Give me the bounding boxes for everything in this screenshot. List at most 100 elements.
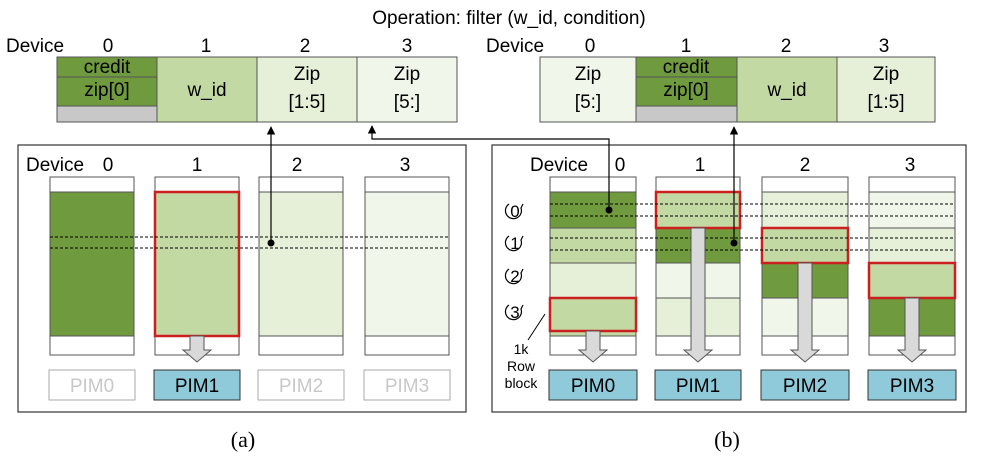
device-number-2: 2	[300, 36, 311, 57]
data-block	[364, 191, 450, 337]
zip-5-label-line1: Zip	[575, 64, 601, 85]
row-block-note-line1: 1k	[514, 341, 530, 357]
panel-b-layout-row	[539, 56, 936, 123]
operation-title: Operation: filter (w_id, condition)	[372, 8, 646, 29]
panel-a-device-header: Device 0 1 2 3	[26, 155, 410, 176]
row-block-0	[761, 191, 849, 229]
panel-b-layout-header: Device 0 1 2 3	[486, 36, 889, 57]
pim3-box	[363, 369, 451, 401]
pim1-label: PIM1	[175, 376, 219, 397]
device-number-0: 0	[585, 36, 596, 57]
row-block-1	[549, 227, 637, 264]
panel-b-device-3	[868, 176, 956, 356]
step-arc-1	[504, 235, 524, 252]
w-id-label: w_id	[186, 80, 226, 101]
panel-a-layout-row	[56, 56, 458, 123]
row-block-2	[549, 262, 637, 299]
zip-5-label-line1: Zip	[394, 64, 420, 85]
panel-b-row-lines	[550, 203, 955, 251]
pim-down-arrow	[181, 335, 213, 363]
data-block	[49, 191, 135, 337]
panel-b-frame	[491, 144, 967, 413]
panel-a-pim-labels: PIM0 PIM1 PIM2 PIM3	[70, 376, 429, 397]
panel-b-pims	[548, 369, 957, 401]
row-block-1	[761, 227, 849, 264]
device-number-1: 1	[201, 36, 212, 57]
w-id-cell	[736, 56, 838, 123]
step-arc-3	[504, 304, 524, 321]
pim2-label: PIM2	[783, 376, 827, 397]
pim2-down-arrow	[789, 262, 821, 363]
device-number-1: 1	[192, 155, 203, 176]
step-arc-2	[504, 268, 524, 285]
pim2-box	[257, 369, 345, 401]
gray-cell	[56, 105, 158, 123]
device-label: Device	[6, 36, 64, 57]
panel-b-step-arcs	[504, 203, 524, 321]
device-number-3: 3	[400, 155, 411, 176]
zip-1-5-label-line1: Zip	[873, 64, 899, 85]
row-block-0	[655, 191, 741, 229]
pim2-box	[760, 369, 850, 401]
pim0-label: PIM0	[571, 376, 615, 397]
device-number-3: 3	[905, 155, 916, 176]
row-block-0	[549, 191, 637, 229]
caption-b: (b)	[714, 427, 740, 452]
zip0-cell	[56, 76, 158, 107]
zip-5-cell	[356, 56, 458, 123]
row-block-2	[868, 262, 956, 299]
pim1-down-arrow	[682, 227, 714, 363]
panel-a-pims	[48, 369, 451, 401]
row-block-1	[868, 227, 956, 264]
pim0-label: PIM0	[70, 376, 114, 397]
data-block	[154, 191, 240, 337]
zip-1-5-label-line2: [1:5]	[868, 92, 905, 113]
panel-b-step-labels: 0 1 2 3	[510, 202, 519, 322]
step-label-3: 3	[510, 303, 519, 322]
panel-a-layout-labels: credit zip[0] w_id Zip [1:5] Zip [5:]	[84, 57, 420, 113]
row-block-0	[868, 191, 956, 229]
panel-a-layout-header: Device 0 1 2 3	[6, 36, 412, 57]
panel-b-device-0	[549, 176, 637, 356]
zip0-label: zip[0]	[663, 80, 708, 101]
device-number-2: 2	[800, 155, 811, 176]
panel-a-frame	[17, 144, 467, 413]
zip-1-5-label-line2: [1:5]	[289, 92, 326, 113]
panel-b-pim-arrows	[577, 227, 928, 363]
zip0-label: zip[0]	[84, 80, 129, 101]
device-number-1: 1	[695, 155, 706, 176]
device-number-1: 1	[681, 36, 692, 57]
step-label-2: 2	[510, 267, 519, 286]
row-block-pointer	[527, 313, 546, 341]
pim0-down-arrow	[577, 330, 609, 363]
row-block-note: 1k Row block	[505, 341, 539, 391]
device-number-3: 3	[879, 36, 890, 57]
step-arc-0	[504, 203, 524, 220]
pim0-box	[548, 369, 638, 401]
zip-1-5-cell	[836, 56, 936, 123]
device-number-2: 2	[781, 36, 792, 57]
row-block-note-line2: Row	[507, 358, 536, 374]
panel-a-device-0	[49, 176, 135, 356]
pim3-box	[867, 369, 957, 401]
credit-label: credit	[84, 57, 131, 78]
panel-a-device-2	[258, 176, 344, 356]
access-arrow-device-0	[367, 125, 610, 210]
zip-5-cell	[539, 56, 637, 123]
panel-b-pim-labels: PIM0 PIM1 PIM2 PIM3	[571, 376, 934, 397]
pim3-down-arrow	[896, 297, 928, 363]
step-label-0: 0	[510, 202, 519, 221]
device-number-0: 0	[103, 155, 114, 176]
device-number-2: 2	[292, 155, 303, 176]
device-label: Device	[530, 155, 588, 176]
step-label-1: 1	[510, 234, 519, 253]
data-block	[258, 191, 344, 337]
zip-1-5-label-line1: Zip	[294, 64, 320, 85]
device-label: Device	[486, 36, 544, 57]
pim1-label: PIM1	[676, 376, 720, 397]
device-number-3: 3	[402, 36, 413, 57]
zip-5-label-line2: [5:]	[575, 92, 601, 113]
panel-b-device-header: Device 0 1 2 3	[530, 155, 915, 176]
pim2-label: PIM2	[279, 376, 323, 397]
